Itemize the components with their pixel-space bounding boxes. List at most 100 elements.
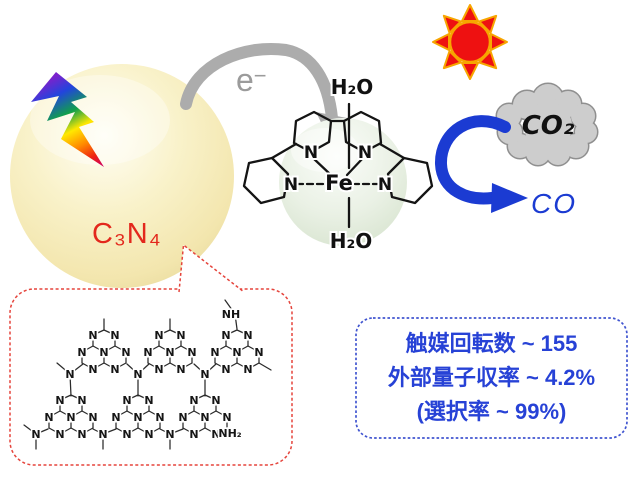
bond xyxy=(204,363,217,375)
bond xyxy=(169,362,182,370)
fe-sphere-highlight xyxy=(291,128,359,172)
bond xyxy=(180,345,193,353)
bond xyxy=(148,427,161,435)
pyridine-ring-upper-left xyxy=(292,110,333,154)
n-atom-label: N xyxy=(284,175,298,195)
bond xyxy=(258,362,272,371)
atom-label: N xyxy=(144,428,153,441)
stats-box: 触媒回転数 ~ 155 外部量子収率 ~ 4.2% (選択率 ~ 99%) xyxy=(356,318,627,438)
atom-label: N xyxy=(99,346,108,359)
bond xyxy=(148,410,161,418)
atom-label: N xyxy=(66,411,75,424)
bond xyxy=(126,410,139,418)
bond xyxy=(193,363,206,375)
electron-sup-minus: − xyxy=(253,63,267,88)
bond xyxy=(182,427,195,435)
bond xyxy=(214,362,227,370)
atom-label: N xyxy=(143,346,152,359)
atom-label: N xyxy=(98,428,107,441)
bond xyxy=(247,345,260,353)
bond xyxy=(180,362,193,370)
atom-label: N xyxy=(88,329,97,342)
atom-label: N xyxy=(77,428,86,441)
reaction-arrowhead xyxy=(491,183,528,213)
fe-complex-structure: N N N N Fe H₂O H₂O xyxy=(242,73,434,255)
bond xyxy=(193,410,206,418)
bond xyxy=(81,410,94,418)
bond xyxy=(204,394,217,401)
atom-label: N xyxy=(189,428,198,441)
co2-label: CO₂ xyxy=(522,111,575,141)
n-atom-label: N xyxy=(304,143,318,163)
n-fe-bond-ul xyxy=(311,156,333,177)
bond xyxy=(92,329,105,336)
bond xyxy=(35,428,49,435)
stats-line-quantum-yield: 外部量子収率 ~ 4.2% xyxy=(387,364,596,390)
atom-label: NH xyxy=(222,308,240,321)
atom-label: N xyxy=(154,329,163,342)
bond xyxy=(169,428,184,435)
atom-label: N xyxy=(189,394,198,407)
atom-label: N xyxy=(133,368,142,381)
co2-cloud: CO₂ xyxy=(495,82,599,167)
inter-ring-bond-right xyxy=(378,142,406,160)
atom-label: N xyxy=(110,363,119,376)
atom-label: N xyxy=(155,411,164,424)
atom-label: N xyxy=(243,363,252,376)
atom-label: N xyxy=(254,346,263,359)
bond xyxy=(169,345,182,353)
atom-label: N xyxy=(77,346,86,359)
bond xyxy=(102,428,117,435)
bond xyxy=(92,428,104,435)
stats-box-border xyxy=(355,317,628,439)
bond xyxy=(226,428,235,434)
bond xyxy=(158,329,171,336)
pyridine-ring-upper-right xyxy=(342,110,383,154)
bond xyxy=(59,427,72,435)
atom-label: N xyxy=(65,368,74,381)
bond xyxy=(204,427,217,435)
atom-label: N xyxy=(55,394,64,407)
bond xyxy=(92,345,105,353)
atom-label: N xyxy=(178,411,187,424)
electron-base: e xyxy=(236,62,254,98)
bond xyxy=(70,410,83,418)
bond xyxy=(215,427,228,435)
atom-label: N xyxy=(211,428,220,441)
atom-label: N xyxy=(221,363,230,376)
bond xyxy=(114,345,127,353)
atom-label: N xyxy=(187,346,196,359)
bond xyxy=(158,362,171,370)
atom-label: N xyxy=(243,329,252,342)
atom-label: N xyxy=(55,428,64,441)
atom-label: N xyxy=(211,394,220,407)
bond xyxy=(137,427,150,435)
fe-catalyst-sphere xyxy=(279,118,407,246)
atom-label: N xyxy=(144,394,153,407)
bond xyxy=(59,394,72,401)
atom-label: N xyxy=(110,329,119,342)
reaction-arrow xyxy=(434,115,528,213)
bond xyxy=(158,345,171,353)
bond xyxy=(137,410,150,418)
atom-label: N xyxy=(122,394,131,407)
bond xyxy=(115,427,128,435)
bond xyxy=(56,362,71,375)
atom-label: N xyxy=(176,363,185,376)
bond xyxy=(137,363,150,375)
atom-label: N xyxy=(133,411,142,424)
bond xyxy=(114,362,127,370)
bond xyxy=(236,362,249,370)
n-fe-bond-ur xyxy=(345,156,365,177)
bond xyxy=(81,427,94,435)
stats-line-selectivity: (選択率 ~ 99%) xyxy=(416,399,567,425)
bond xyxy=(69,373,72,397)
bond xyxy=(215,410,228,418)
bond xyxy=(81,362,94,370)
atom-label: N xyxy=(88,411,97,424)
atom-label: N xyxy=(165,346,174,359)
atom-label: N xyxy=(222,411,231,424)
bond xyxy=(69,363,84,375)
atom-label: N xyxy=(77,394,86,407)
